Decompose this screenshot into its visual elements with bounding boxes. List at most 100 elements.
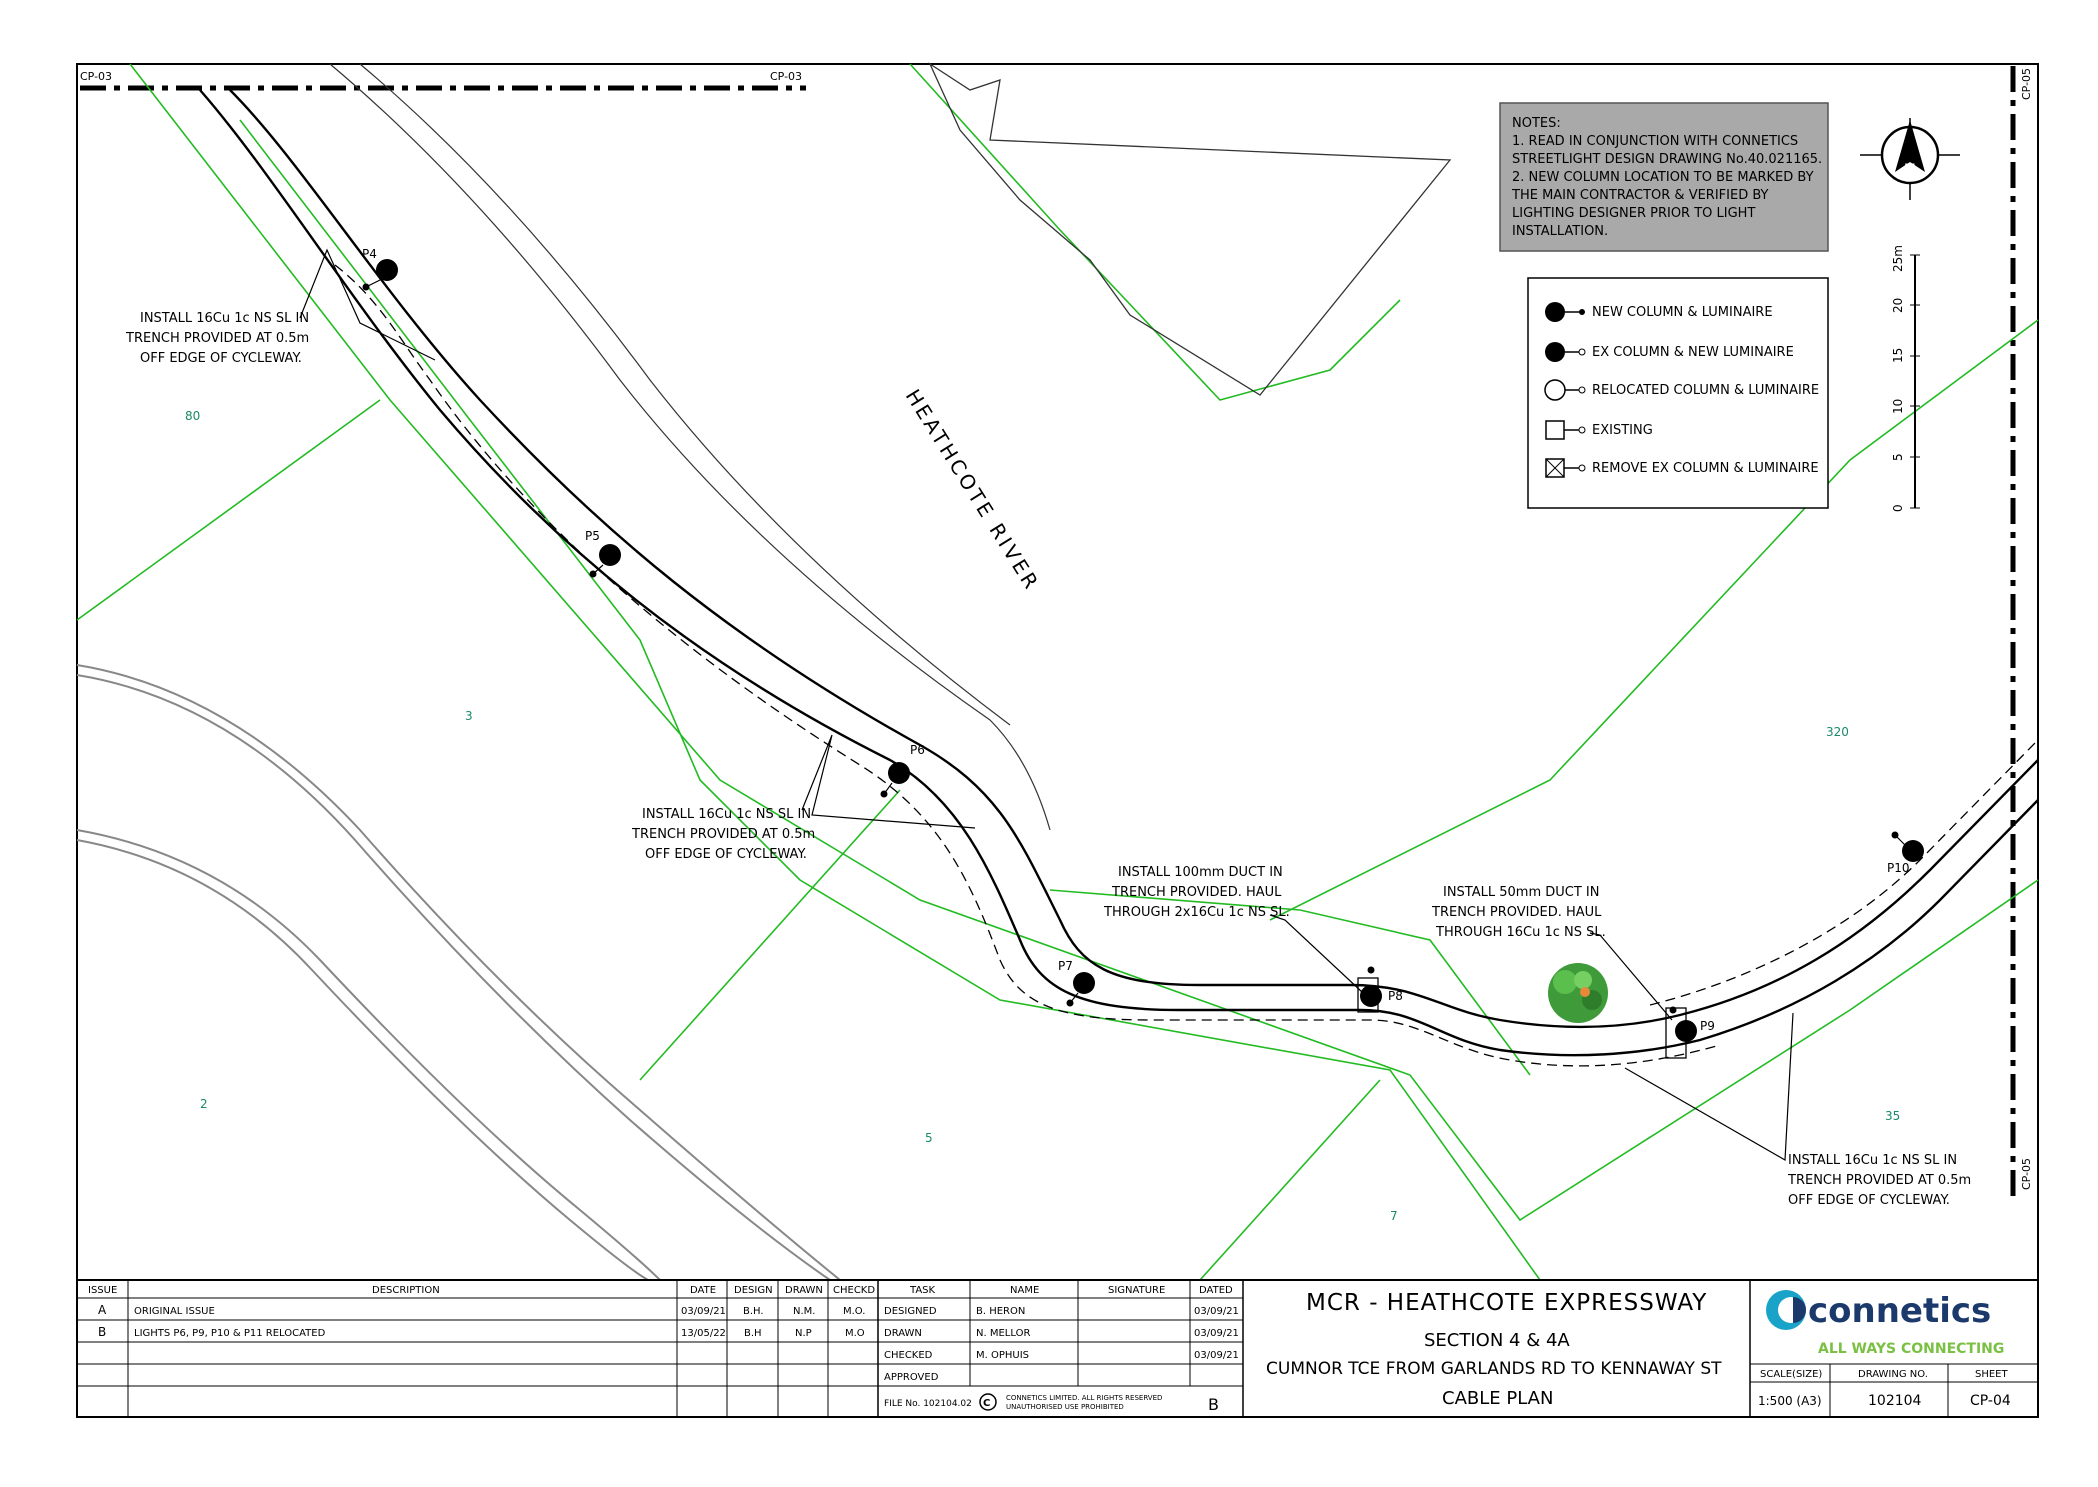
road-edges bbox=[76, 664, 841, 1281]
north-arrow-icon: N bbox=[1860, 118, 1960, 200]
signoff-table: TASK NAME SIGNATURE DATED DESIGNED B. HE… bbox=[884, 1285, 1239, 1414]
signoff-header-name: NAME bbox=[1010, 1285, 1039, 1296]
revision-table: ISSUE DESCRIPTION DATE DESIGN DRAWN CHEC… bbox=[88, 1285, 875, 1339]
signoff-task: CHECKED bbox=[884, 1350, 933, 1361]
legend-item-relocated: RELOCATED COLUMN & LUMINAIRE bbox=[1544, 379, 1819, 401]
signoff-task: DESIGNED bbox=[884, 1306, 937, 1317]
callout-line: TRENCH PROVIDED AT 0.5m bbox=[1787, 1173, 1971, 1188]
callout-line: THROUGH 2x16Cu 1c NS SL. bbox=[1103, 905, 1290, 920]
match-ref-cp05-top: CP-05 bbox=[2020, 68, 2033, 100]
lot-number: 80 bbox=[185, 409, 200, 423]
lot-numbers: 80 3 2 5 320 7 35 bbox=[185, 409, 1900, 1223]
rev-checkd: M.O. bbox=[843, 1306, 865, 1317]
light-pole-p7[interactable]: P7 bbox=[1058, 959, 1095, 1007]
light-pole-p5[interactable]: P5 bbox=[585, 529, 621, 578]
notes-box: NOTES: 1. READ IN CONJUNCTION WITH CONNE… bbox=[1499, 102, 1829, 252]
scale-tick: 20 bbox=[1891, 298, 1905, 313]
notes-line: 1. READ IN CONJUNCTION WITH CONNETICS bbox=[1512, 134, 1798, 149]
scale-tick: 5 bbox=[1891, 453, 1905, 461]
callout-line: INSTALL 16Cu 1c NS SL IN bbox=[1788, 1153, 1957, 1168]
relocated-column-icon bbox=[1544, 379, 1566, 401]
lot-number: 320 bbox=[1826, 725, 1849, 739]
copyright-line: CONNETICS LIMITED. ALL RIGHTS RESERVED bbox=[1006, 1394, 1162, 1402]
light-pole-p6[interactable]: P6 bbox=[880, 743, 925, 798]
callout-line: OFF EDGE OF CYCLEWAY. bbox=[1788, 1193, 1950, 1208]
rev-header-description: DESCRIPTION bbox=[372, 1285, 440, 1296]
rev-design: B.H. bbox=[743, 1306, 764, 1317]
copyright-glyph: C bbox=[983, 1398, 990, 1409]
location-title: CUMNOR TCE FROM GARLANDS RD TO KENNAWAY … bbox=[1266, 1359, 1722, 1379]
callout-line: OFF EDGE OF CYCLEWAY. bbox=[140, 351, 302, 366]
rev-description: ORIGINAL ISSUE bbox=[134, 1306, 215, 1317]
scale-tick: 10 bbox=[1891, 399, 1905, 414]
sheet-header-sheet: SHEET bbox=[1975, 1369, 2009, 1380]
legend-label: NEW COLUMN & LUMINAIRE bbox=[1592, 305, 1773, 320]
pole-label: P4 bbox=[362, 247, 377, 261]
lot-number: 5 bbox=[925, 1131, 933, 1145]
notes-line: LIGHTING DESIGNER PRIOR TO LIGHT bbox=[1512, 206, 1755, 221]
drawing-border bbox=[76, 63, 2039, 1418]
lot-number: 3 bbox=[465, 709, 473, 723]
callout-line: INSTALL 16Cu 1c NS SL IN bbox=[140, 311, 309, 326]
riverbank-lines bbox=[329, 63, 1051, 831]
pole-label: P10 bbox=[1887, 861, 1910, 875]
scale-tick: 15 bbox=[1891, 348, 1905, 363]
signoff-dated: 03/09/21 bbox=[1194, 1306, 1239, 1317]
notes-line: THE MAIN CONTRACTOR & VERIFIED BY bbox=[1511, 188, 1769, 203]
scale-bar: 0 5 10 15 20 25m bbox=[1891, 245, 1920, 512]
callout-line: THROUGH 16Cu 1c NS SL. bbox=[1435, 925, 1606, 940]
light-pole-p4[interactable]: P4 bbox=[362, 247, 398, 291]
sheet-number: CP-04 bbox=[1970, 1393, 2011, 1409]
signoff-task: APPROVED bbox=[884, 1372, 939, 1383]
signoff-name: N. MELLOR bbox=[976, 1328, 1030, 1339]
signoff-dated: 03/09/21 bbox=[1194, 1350, 1239, 1361]
new-column-icon bbox=[1545, 302, 1565, 322]
legend-label: RELOCATED COLUMN & LUMINAIRE bbox=[1592, 383, 1819, 398]
sheet-drawing-no: 102104 bbox=[1868, 1393, 1922, 1409]
project-name: MCR - HEATHCOTE EXPRESSWAY bbox=[1306, 1290, 1707, 1316]
callout-duct-100mm: INSTALL 100mm DUCT IN TRENCH PROVIDED. H… bbox=[1103, 865, 1363, 993]
callout-trench-p6: INSTALL 16Cu 1c NS SL IN TRENCH PROVIDED… bbox=[631, 734, 976, 862]
match-ref-cp05-bottom: CP-05 bbox=[2020, 1158, 2033, 1190]
sheet-scale: 1:500 (A3) bbox=[1758, 1394, 1822, 1408]
brand-name: connetics bbox=[1808, 1291, 1991, 1331]
connetics-logo: connetics ALL WAYS CONNECTING bbox=[1766, 1290, 2004, 1357]
rev-header-design: DESIGN bbox=[734, 1285, 773, 1296]
notes-line: 2. NEW COLUMN LOCATION TO BE MARKED BY bbox=[1512, 170, 1814, 185]
signoff-header-dated: DATED bbox=[1199, 1285, 1233, 1296]
signoff-task: DRAWN bbox=[884, 1328, 922, 1339]
match-line-cp03: CP-03 CP-03 bbox=[80, 70, 806, 91]
scale-tick: 0 bbox=[1891, 504, 1905, 512]
legend-item-ex-column: EX COLUMN & NEW LUMINAIRE bbox=[1545, 342, 1794, 362]
notes-title: NOTES: bbox=[1512, 116, 1561, 131]
callout-line: INSTALL 50mm DUCT IN bbox=[1443, 885, 1600, 900]
project-title: MCR - HEATHCOTE EXPRESSWAY SECTION 4 & 4… bbox=[1266, 1290, 1722, 1409]
callout-trench-p4: INSTALL 16Cu 1c NS SL IN TRENCH PROVIDED… bbox=[125, 248, 436, 366]
rev-description: LIGHTS P6, P9, P10 & P11 RELOCATED bbox=[134, 1328, 326, 1339]
legend-item-remove: REMOVE EX COLUMN & LUMINAIRE bbox=[1545, 458, 1819, 478]
rev-design: B.H bbox=[744, 1328, 762, 1339]
rev-drawn: N.P bbox=[795, 1328, 812, 1339]
signoff-header-signature: SIGNATURE bbox=[1108, 1285, 1165, 1296]
sheet-info: SCALE(SIZE) DRAWING NO. SHEET 1:500 (A3)… bbox=[1758, 1369, 2011, 1409]
light-pole-p8[interactable]: P8 bbox=[1357, 966, 1403, 1013]
rev-header-date: DATE bbox=[690, 1285, 716, 1296]
signoff-dated: 03/09/21 bbox=[1194, 1328, 1239, 1339]
notes-line: STREETLIGHT DESIGN DRAWING No.40.021165. bbox=[1512, 152, 1822, 167]
match-line-cp05: CP-05 CP-05 bbox=[2010, 66, 2033, 1200]
lot-number: 7 bbox=[1390, 1209, 1398, 1223]
rev-date: 03/09/21 bbox=[681, 1306, 726, 1317]
callout-line: TRENCH PROVIDED. HAUL bbox=[1111, 885, 1282, 900]
property-boundaries bbox=[76, 63, 2039, 1281]
building-outline bbox=[928, 62, 1452, 396]
ex-column-icon bbox=[1545, 342, 1565, 362]
light-pole-p10[interactable]: P10 bbox=[1887, 831, 1924, 876]
rev-date: 13/05/22 bbox=[681, 1328, 726, 1339]
lot-number: 35 bbox=[1885, 1109, 1900, 1123]
legend-box: NEW COLUMN & LUMINAIRE EX COLUMN & NEW L… bbox=[1527, 277, 1829, 509]
pole-label: P5 bbox=[585, 529, 600, 543]
signoff-name: B. HERON bbox=[976, 1306, 1025, 1317]
light-pole-p9[interactable]: P9 bbox=[1665, 1006, 1715, 1059]
